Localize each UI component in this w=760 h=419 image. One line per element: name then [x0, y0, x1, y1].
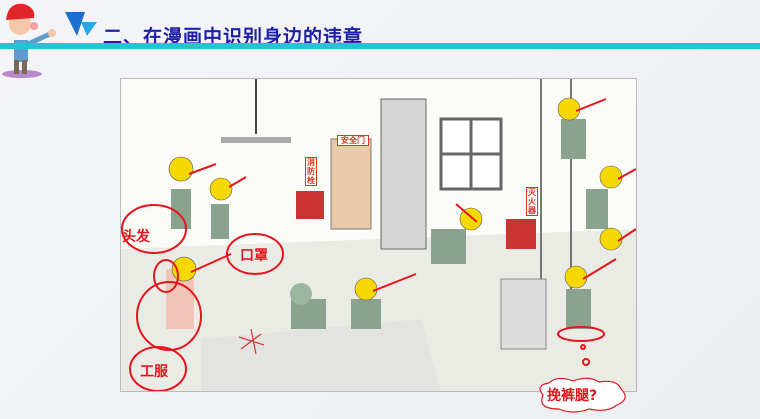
- mascot-worker-image: [0, 0, 64, 80]
- extinguisher-sign: 灭火器: [526, 187, 538, 216]
- title-triangle-icon: [63, 10, 99, 38]
- label-workwear: 工服: [140, 364, 168, 380]
- header-accent-bar: [0, 43, 760, 49]
- safety-cartoon-illustration: 安全门 消防栓 灭火器: [120, 78, 637, 392]
- label-rolled-trousers: 挽裤腿?: [547, 388, 598, 404]
- label-mask: 口罩: [240, 248, 268, 264]
- thought-cloud-rolled-trousers: 挽裤腿?: [533, 377, 631, 413]
- hydrant-sign: 消防栓: [305, 157, 317, 186]
- slide-title: 二、在漫画中识别身边的违章: [103, 26, 364, 48]
- safety-door-sign: 安全门: [337, 135, 369, 146]
- label-hair: 头发: [122, 229, 150, 245]
